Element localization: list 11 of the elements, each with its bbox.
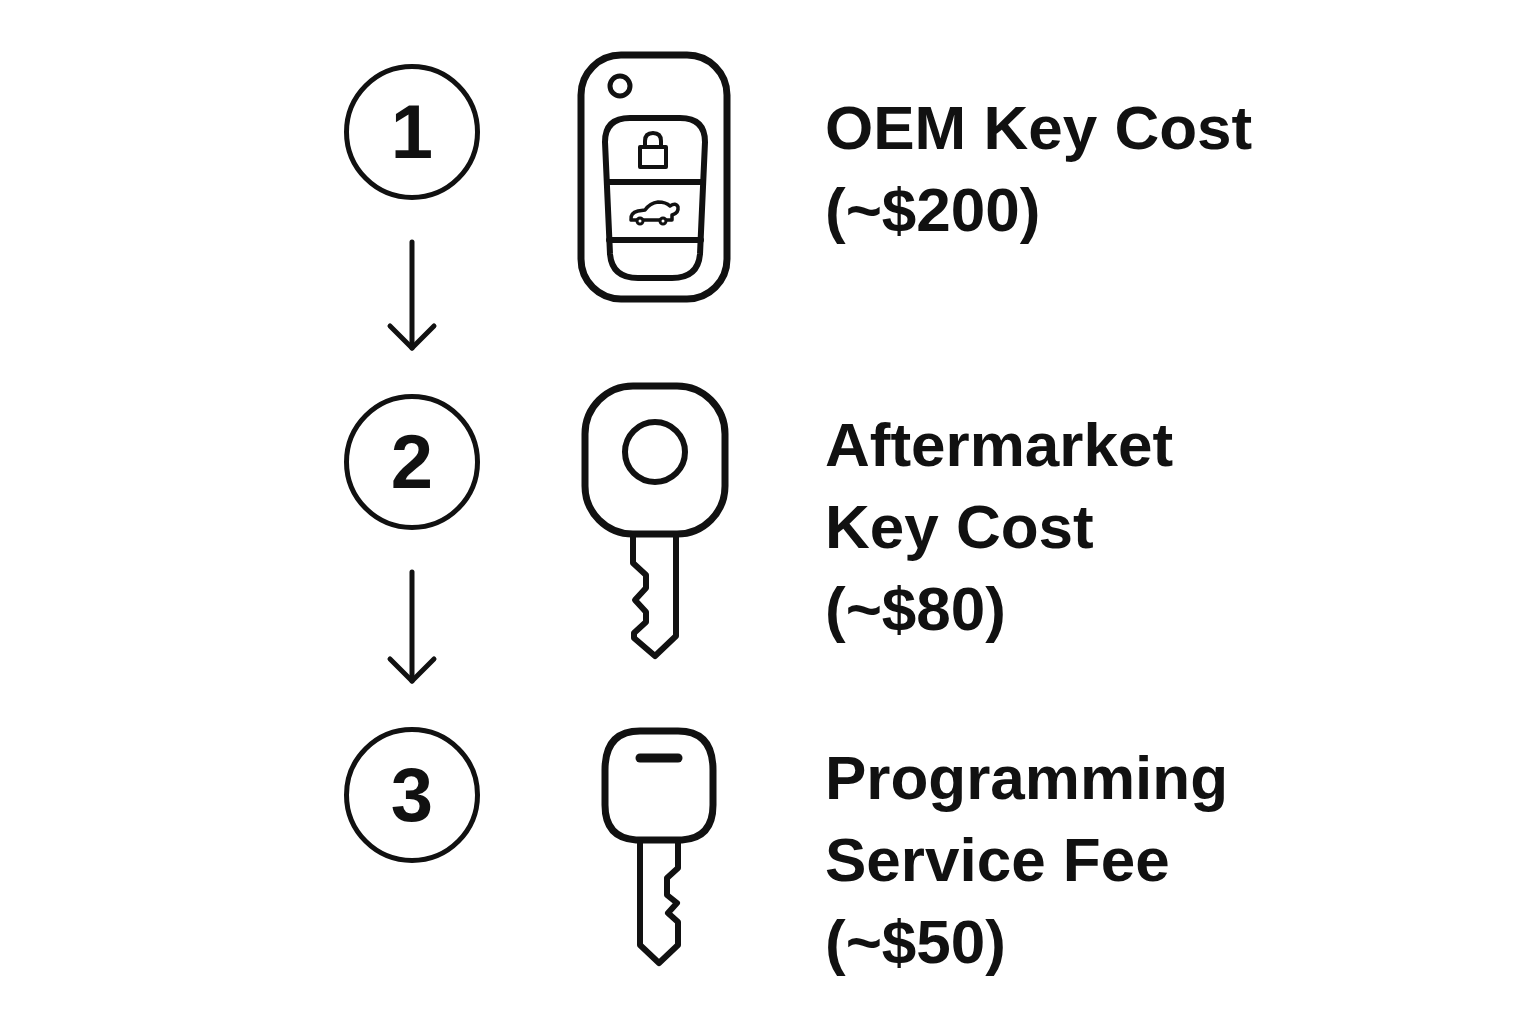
step-number: 1: [390, 94, 434, 170]
arrow: [387, 239, 437, 351]
step-number: 2: [390, 424, 434, 500]
cost-label: OEM Key Cost: [825, 92, 1254, 164]
cost-label: Programming Service Fee: [825, 742, 1230, 896]
price-label: (~$50): [825, 906, 1007, 978]
arrow: [387, 569, 437, 684]
step-number: 3: [390, 757, 434, 833]
cost-label: Aftermarket Key Cost: [825, 409, 1175, 563]
price-label: (~$200): [825, 174, 1042, 246]
price-label: (~$80): [825, 573, 1007, 645]
